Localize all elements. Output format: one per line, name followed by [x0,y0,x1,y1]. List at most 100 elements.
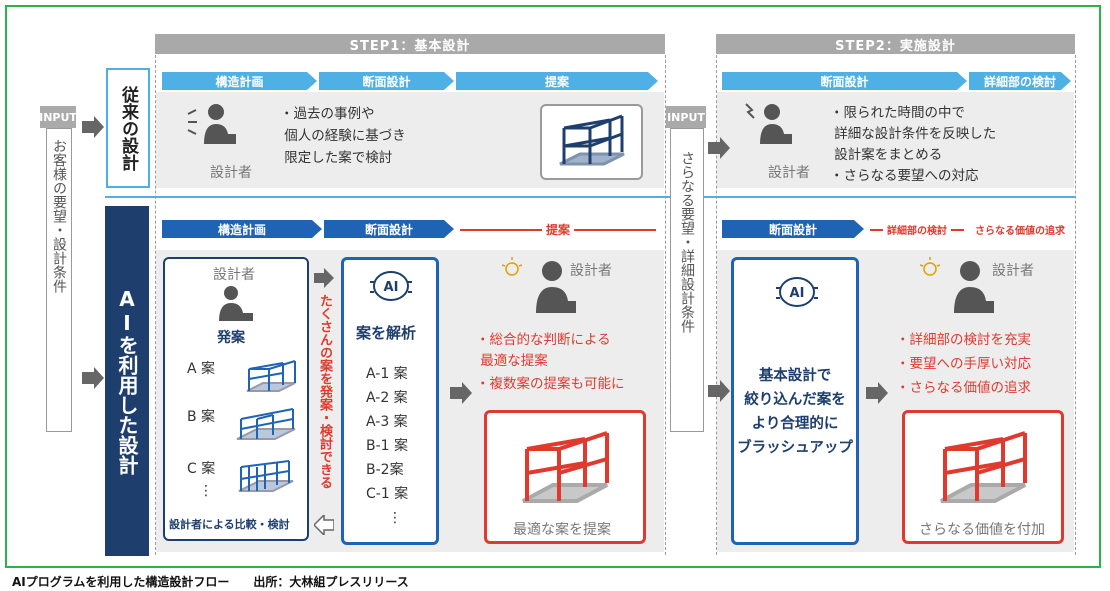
benefit-text: ・総合的な判断による 最適な提案 [476,332,611,369]
designer-icon [187,104,236,144]
building-frame-icon [238,460,294,492]
more-value-box: さらなる価値を付加 [902,410,1064,544]
step1-bar: STEP1：基本設計 [155,34,665,54]
arrow-left-icon [314,515,334,535]
step2-benefit: ・さらなる価値の追求 [896,380,1031,396]
diagram-frame [5,5,1101,568]
figure-caption: AIプログラムを利用した構造設計フロー 出所：大林組プレスリリース [12,575,409,589]
ai-title-box: AIを利用した設計 [105,206,149,556]
arrow-right-icon [450,382,472,404]
ai-brain-icon: AI [370,271,412,301]
phase-label: 断面設計 [768,222,817,237]
divider [716,55,717,555]
designer-icon [745,103,792,144]
input-tag: INPUT [666,106,706,128]
step2-label: STEP2：実施設計 [835,38,956,54]
ai-brain-icon: AI [776,277,818,307]
analyze-label: 案を解析 [356,324,417,342]
arrow-right-icon [866,382,888,404]
designer-label: 設計者 [210,165,252,181]
ai-brain-label: AI [790,286,805,301]
analyzed-plan: B-1 案 [366,438,409,454]
phase-label: 断面設計 [364,222,413,237]
phase-arrow: 断面設計 [319,72,454,90]
phase-arrow: さらなる価値の追求 [968,220,1072,238]
phase-label: 詳細部の検討 [983,74,1056,89]
designer-icon [219,286,253,321]
divider [665,55,666,555]
analyzed-plan: A-1 案 [366,366,408,382]
conventional-title-box: 従来の設計 [106,68,150,188]
phase-label: 詳細部の検討 [883,221,951,237]
phase-arrow: 提案 [456,220,660,238]
phase-arrow: 構造計画 [162,220,322,238]
phase-label: 断面設計 [362,74,411,89]
phase-arrow: 断面設計 [722,220,864,238]
arrow-right-icon [708,137,730,159]
designer-label: 設計者 [768,165,810,181]
propose-label: 発案 [217,330,245,346]
brushup-box: AI 基本設計で 絞り込んだ案を より合理的に ブラッシュアップ [731,257,859,545]
arrow-right-icon [708,380,730,402]
ai-analyze-box: AI 案を解析 A-1 案 A-2 案 A-3 案 B-1 案 B-2案 C-1… [341,257,439,545]
step1-label: STEP1：基本設計 [349,38,471,54]
input-tag-label: INPUT [667,110,705,124]
arrow-right-icon [314,268,334,288]
phase-label: 提案 [541,220,574,238]
phase-arrow: 構造計画 [162,72,317,90]
many-plans-label: たくさんの案を発案・検討できる [317,294,332,489]
mid-input-box: さらなる要望・詳細設計条件 [670,128,704,432]
building-frame-icon [940,431,1027,503]
plan-label: B 案 [187,409,216,425]
left-input-box: お客様の要望・設計条件 [46,128,72,432]
ai-brain-label: AI [384,280,399,295]
arrow-right-icon [82,116,104,138]
phase-label: 構造計画 [215,74,264,89]
ai-title: AIを利用した設計 [115,287,139,475]
plan-label: A 案 [187,361,216,377]
building-frame-icon [236,408,296,440]
building-frame-icon [246,360,296,392]
designer-label: 設計者 [570,263,612,279]
step2-bar: STEP2：実施設計 [716,34,1075,54]
phase-label: 提案 [544,74,569,89]
step2-benefit: ・要望への手厚い対応 [896,356,1031,372]
phase-label: さらなる価値の追求 [971,221,1069,237]
analyzed-plan: A-3 案 [366,414,408,430]
plan-label: C 案 [187,461,216,477]
analyzed-plan: ⋮ [388,510,402,526]
phase-arrow: 断面設計 [324,220,454,238]
phase-label: 構造計画 [217,222,266,237]
building-frame-icon [522,431,609,503]
step2-benefit: ・詳細部の検討を充実 [896,332,1031,348]
plan-label: ⋮ [199,483,213,499]
divider [155,55,156,555]
compare-label: 設計者による比較・検討 [169,518,290,531]
designer-label: 設計者 [992,263,1034,279]
mid-input-text: さらなる要望・詳細設計条件 [679,151,695,333]
optimal-plan-label: 最適な案を提案 [513,522,611,538]
phase-arrow: 断面設計 [722,72,967,90]
left-input-text: お客様の要望・設計条件 [51,139,67,293]
phase-label: 断面設計 [820,74,869,89]
input-tag-label: INPUT [39,110,77,124]
analyzed-plan: B-2案 [366,462,404,478]
designer-plans-box: 設計者 発案 A 案 B 案 C 案 ⋮ 設計者による比較・検討 [163,257,309,541]
conventional-step2-description: ・限られた時間の中で 詳細な設計条件を反映した 設計案をまとめる ・さらなる要望… [830,105,997,184]
phase-arrow: 提案 [456,72,658,90]
analyzed-plan: C-1 案 [366,486,409,502]
input-tag: INPUT [39,106,77,128]
designer-label: 設計者 [213,267,255,283]
designer-idea-icon [919,257,994,313]
analyzed-plan: A-2 案 [366,390,408,406]
conventional-title: 従来の設計 [118,85,138,171]
conventional-description: ・過去の事例や 個人の経験に基づき 限定した案で検討 [280,106,406,166]
building-frame-icon [559,114,625,166]
more-value-label: さらなる価値を付加 [919,522,1045,538]
arrow-right-icon [82,367,104,389]
phase-arrow: 詳細部の検討 [866,220,968,238]
row-divider [105,196,1075,198]
benefit-text: ・複数案の提案も可能に [476,376,625,392]
building-box [540,104,643,180]
designer-idea-icon [501,257,576,313]
